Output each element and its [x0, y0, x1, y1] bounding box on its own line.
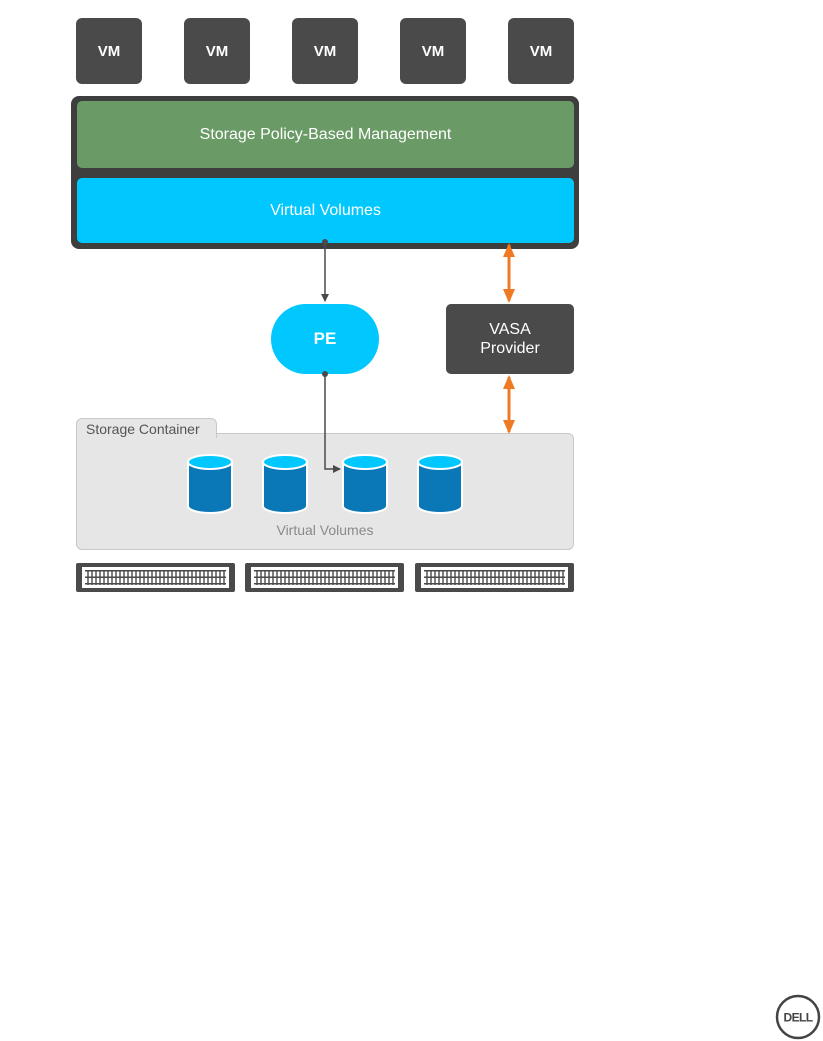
- dell-logo: DELL: [775, 994, 821, 1040]
- vm-box: VM: [508, 18, 574, 84]
- vm-box: VM: [76, 18, 142, 84]
- vm-box: VM: [184, 18, 250, 84]
- storage-array-shelf-icon: [415, 563, 574, 592]
- spbm-layer: Storage Policy-Based Management: [77, 101, 574, 168]
- virtual-volume-disk-icon: [342, 454, 388, 514]
- storage-container-volumes-label: Virtual Volumes: [276, 522, 374, 538]
- protocol-endpoint-node: PE: [271, 304, 379, 374]
- storage-array-shelf-icon: [245, 563, 404, 592]
- vasa-provider-label-line1: VASA: [489, 321, 531, 338]
- vasa-provider-label-line2: Provider: [480, 340, 540, 357]
- vasa-provider-box: VASA Provider: [446, 304, 574, 374]
- storage-container-title: Storage Container: [76, 418, 217, 438]
- vm-box: VM: [292, 18, 358, 84]
- virtual-volume-disk-icon: [187, 454, 233, 514]
- svg-text:DELL: DELL: [784, 1011, 813, 1025]
- vm-box: VM: [400, 18, 466, 84]
- storage-array-shelf-icon: [76, 563, 235, 592]
- virtual-volumes-layer: Virtual Volumes: [77, 178, 574, 243]
- virtual-volume-disk-icon: [417, 454, 463, 514]
- virtual-volume-disk-icon: [262, 454, 308, 514]
